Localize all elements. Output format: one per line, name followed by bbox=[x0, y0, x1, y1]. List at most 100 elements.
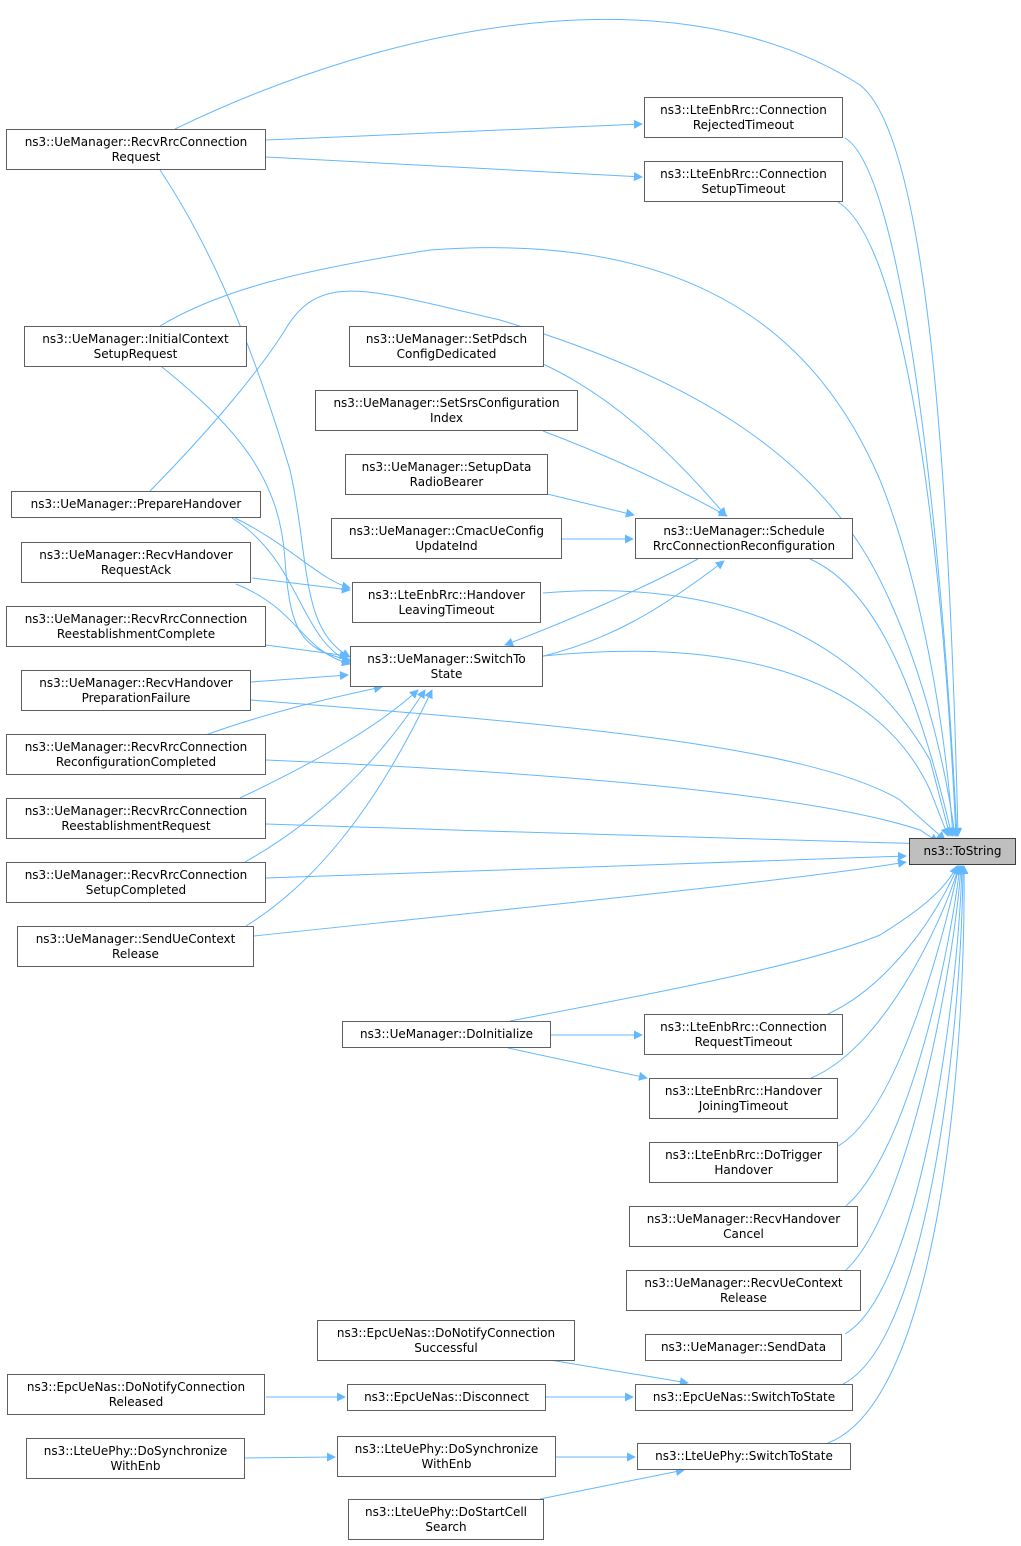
call-edge bbox=[239, 689, 419, 799]
node-label: SetupCompleted bbox=[85, 882, 187, 897]
node-label: ns3::UeManager::RecvRrcConnection bbox=[24, 867, 248, 882]
node-prepare-handover[interactable]: ns3::UeManager::PrepareHandover bbox=[11, 491, 261, 518]
call-edge bbox=[245, 689, 433, 927]
node-label: Release bbox=[720, 1290, 767, 1305]
call-edge bbox=[542, 363, 727, 517]
call-edge bbox=[234, 517, 351, 591]
node-label: ns3::LteEnbRrc::Handover bbox=[367, 587, 526, 602]
call-edge bbox=[837, 201, 961, 837]
call-edge bbox=[159, 169, 351, 658]
node-label: ns3::UeManager::SwitchTo bbox=[367, 651, 526, 666]
node-label: RequestAck bbox=[100, 562, 172, 577]
node-label: ns3::UeManager::RecvHandover bbox=[646, 1211, 841, 1226]
call-edge bbox=[542, 430, 728, 517]
node-label: Release bbox=[112, 946, 159, 961]
node-label: ns3::LteUePhy::DoSynchronize bbox=[43, 1443, 228, 1458]
call-edge bbox=[542, 492, 635, 518]
call-edge bbox=[199, 684, 383, 738]
call-edge bbox=[250, 699, 946, 841]
call-edge bbox=[827, 865, 959, 1015]
call-edge bbox=[844, 865, 967, 1335]
node-label: PreparationFailure bbox=[81, 690, 191, 705]
node-label: WithEnb bbox=[421, 1456, 472, 1471]
call-edge bbox=[265, 759, 939, 843]
node-label: ns3::UeManager::SendData bbox=[660, 1340, 827, 1354]
node-label: ns3::UeManager::RecvHandover bbox=[39, 675, 233, 690]
node-label: RadioBearer bbox=[409, 474, 484, 489]
node-label: ns3::LteEnbRrc::Connection bbox=[660, 102, 827, 117]
node-label: ns3::EpcUeNas::DoNotifyConnection bbox=[26, 1379, 246, 1394]
call-edge bbox=[265, 119, 643, 141]
call-edge bbox=[251, 577, 351, 594]
node-label: ns3::UeManager::SendUeContext bbox=[35, 931, 236, 946]
call-edge bbox=[265, 156, 643, 182]
node-label: SetupRequest bbox=[93, 346, 178, 361]
call-edge bbox=[845, 865, 965, 1271]
call-edge bbox=[244, 1452, 336, 1462]
node-tostring[interactable]: ns3::ToString bbox=[909, 838, 1016, 865]
call-edge bbox=[542, 650, 950, 837]
node-label: ns3::LteEnbRrc::Handover bbox=[664, 1083, 823, 1098]
call-edge bbox=[542, 590, 953, 837]
call-edge bbox=[504, 558, 699, 647]
call-edge bbox=[845, 865, 964, 1207]
node-label: ns3::EpcUeNas::DoNotifyConnection bbox=[336, 1325, 556, 1340]
call-edge bbox=[244, 689, 426, 863]
node-label: ns3::UeManager::DoInitialize bbox=[359, 1027, 534, 1041]
call-edge bbox=[539, 560, 725, 658]
node-do-initialize[interactable]: ns3::UeManager::DoInitialize bbox=[342, 1021, 551, 1048]
node-label: ns3::LteUePhy::DoSynchronize bbox=[354, 1441, 539, 1456]
node-label: ns3::LteUePhy::DoStartCell bbox=[365, 1504, 527, 1519]
node-label: Index bbox=[429, 410, 464, 425]
node-label: ns3::UeManager::PrepareHandover bbox=[30, 497, 242, 511]
node-send-data[interactable]: ns3::UeManager::SendData bbox=[645, 1334, 842, 1361]
node-nas-disconnect[interactable]: ns3::EpcUeNas::Disconnect bbox=[347, 1384, 546, 1411]
node-nas-switch-to-state[interactable]: ns3::EpcUeNas::SwitchToState bbox=[635, 1384, 853, 1411]
node-label: LeavingTimeout bbox=[398, 602, 495, 617]
node-label: Successful bbox=[414, 1340, 478, 1355]
call-edge bbox=[837, 865, 962, 1147]
node-label: ns3::UeManager::SetupData bbox=[361, 459, 532, 474]
call-edge bbox=[539, 1467, 685, 1500]
node-label: ns3::EpcUeNas::Disconnect bbox=[364, 1390, 529, 1404]
node-label: ns3::UeManager::RecvRrcConnection bbox=[24, 611, 248, 626]
node-label: RejectedTimeout bbox=[692, 117, 795, 132]
node-label: WithEnb bbox=[110, 1458, 161, 1473]
node-label: ns3::UeManager::RecvUeContext bbox=[644, 1275, 843, 1290]
node-label: ns3::UeManager::InitialContext bbox=[42, 331, 229, 346]
node-label: SetupTimeout bbox=[701, 181, 786, 196]
node-label: UpdateInd bbox=[415, 538, 478, 553]
node-label: State bbox=[430, 666, 463, 681]
call-edge bbox=[250, 671, 349, 683]
node-phy-switch-to-state[interactable]: ns3::LteUePhy::SwitchToState bbox=[637, 1443, 851, 1470]
